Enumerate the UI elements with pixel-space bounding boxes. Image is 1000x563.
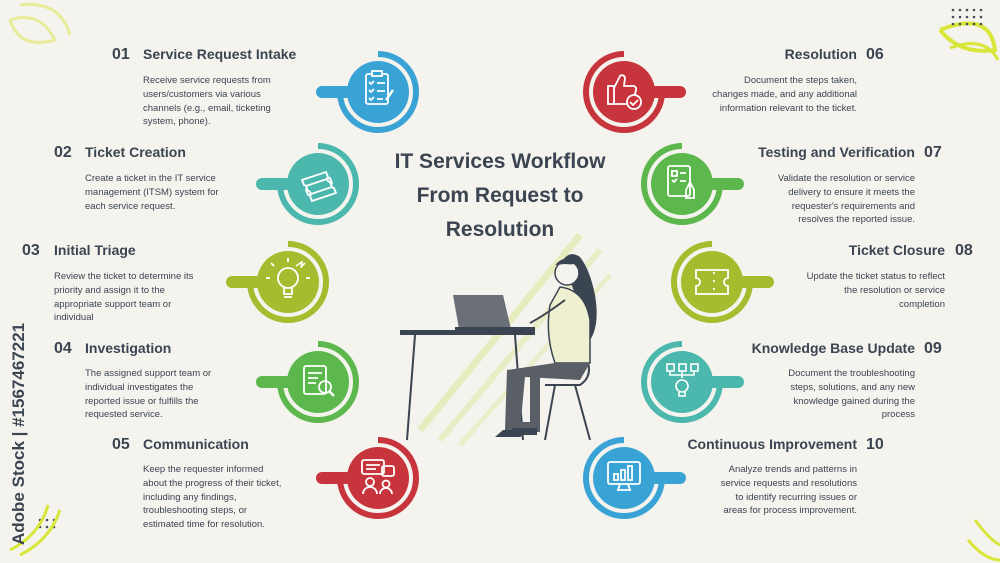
step-8-number: 08 [955,242,973,259]
step-6-title: Resolution [784,46,857,62]
step-9-node [626,326,744,438]
person-at-desk-illustration [400,254,597,441]
step-5-number: 05 [112,436,130,453]
step-1-title: Service Request Intake [143,46,297,62]
closed-ticket-icon [695,269,729,295]
step-4-number: 04 [54,340,72,357]
ticket-icon [300,170,338,203]
step-3-node [226,226,344,338]
step-2-title: Ticket Creation [85,144,186,160]
step-1-node [316,36,434,148]
step-3-title: Initial Triage [54,242,136,258]
test-document-icon [667,165,695,199]
thumbs-up-check-icon [607,74,642,110]
chart-monitor-icon [607,461,641,491]
step-7-number: 07 [924,144,942,161]
checklist-icon [365,70,394,105]
step-2-node [256,128,374,240]
document-search-icon [303,365,335,397]
title-line-3: Resolution [445,218,555,241]
adobe-stock-watermark: Adobe Stock | #1567467221 [9,323,28,545]
step-4-node [256,326,374,438]
knowledge-network-icon [666,363,699,397]
step-10-number: 10 [866,436,884,453]
step-6-number: 06 [866,46,884,63]
step-7-title: Testing and Verification [758,144,915,160]
step-10-node [568,422,686,534]
step-7-node [626,128,744,240]
step-9-title: Knowledge Base Update [751,340,915,356]
page-title: IT Services Workflow From Request to Res… [365,145,635,247]
step-5-title: Communication [143,436,249,452]
chat-people-icon [361,459,395,495]
lightbulb-icon [266,258,310,298]
svg-text:Adobe Stock | #1567467221: Adobe Stock | #1567467221 [9,323,28,545]
step-8-node [656,226,774,338]
step-10-title: Continuous Improvement [687,436,857,452]
step-5-node [316,422,434,534]
step-6-description: Document the steps taken,changes made, a… [712,75,857,114]
step-4-title: Investigation [85,340,172,356]
step-8-title: Ticket Closure [848,242,945,258]
title-line-2: From Request to [416,184,584,207]
step-2-number: 02 [54,144,72,161]
step-9-number: 09 [924,340,942,357]
step-6-node [568,36,686,148]
step-3-number: 03 [22,242,40,259]
step-1-number: 01 [112,46,130,63]
title-line-1: IT Services Workflow [394,150,606,173]
